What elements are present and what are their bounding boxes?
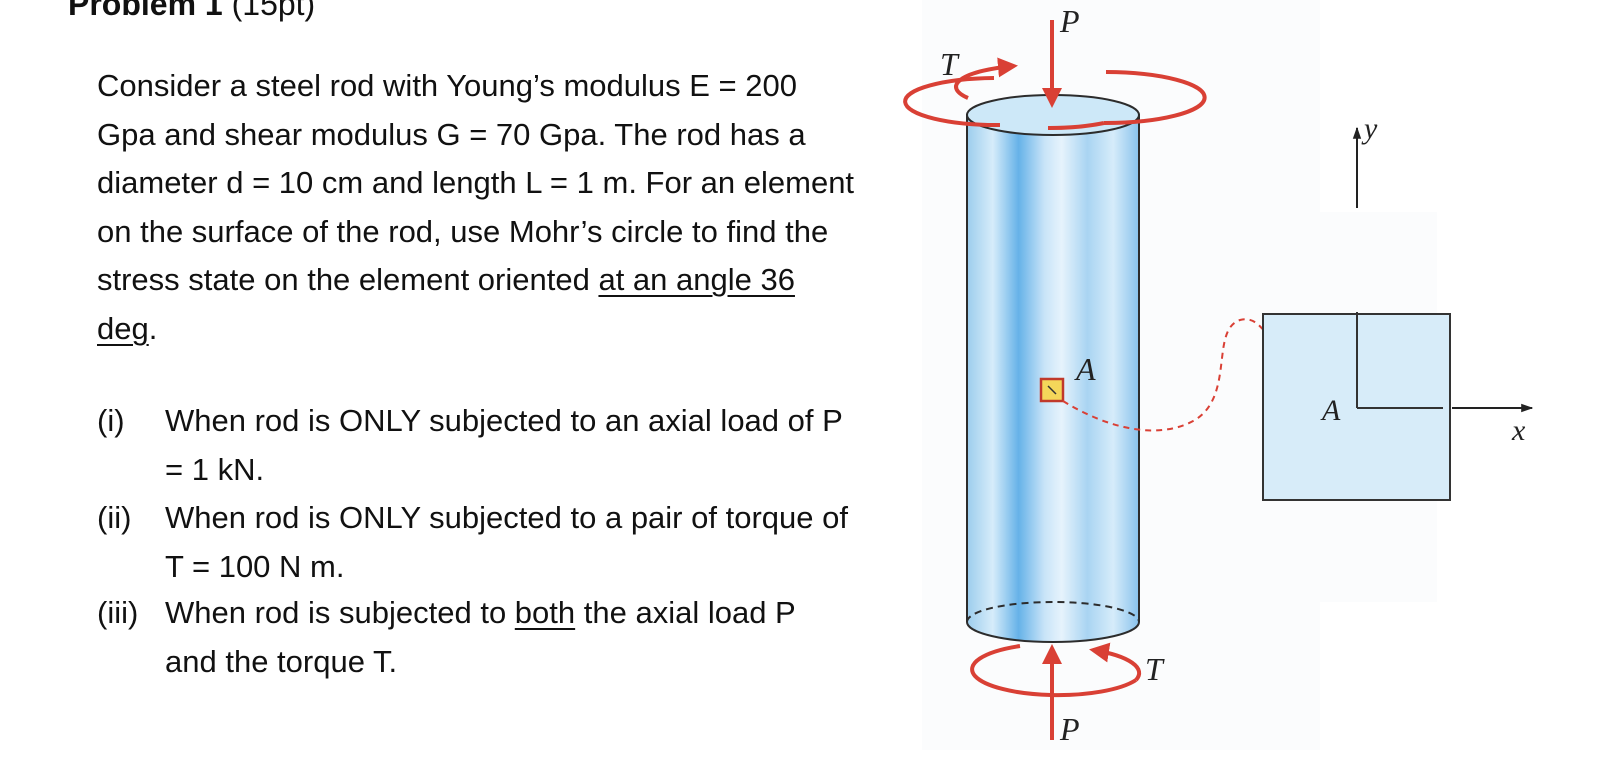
problem-title: Problem 1 (15pt) [68, 0, 315, 23]
question-text-2: When rod is ONLY subjected to a pair of … [165, 500, 848, 584]
question-number-2: (ii) [97, 500, 132, 535]
question-number-1: (i) [97, 403, 125, 438]
statement-text: Consider a steel rod with Young’s modulu… [97, 68, 855, 297]
problem-title-label: Problem 1 [68, 0, 223, 22]
x-axis-label: x [1511, 414, 1526, 447]
torque-bottom-arrow [1089, 642, 1142, 682]
torque-top-arrow [954, 57, 1018, 100]
load-label-bottom: P [1059, 711, 1080, 747]
question-text-3-end: the axial load P and the torque T. [165, 595, 796, 679]
steel-rod [966, 94, 1140, 643]
problem-statement: Consider a steel rod with Young’s modulu… [97, 62, 857, 353]
torque-label-top: T [940, 46, 960, 82]
y-axis-label: y [1361, 112, 1378, 145]
question-text-1: When rod is ONLY subjected to an axial l… [165, 403, 843, 487]
torque-label-bottom: T [1145, 651, 1165, 687]
point-label-element: A [1320, 394, 1341, 427]
question-text-3: When rod is subjected to both the axial … [165, 589, 855, 686]
point-label-rod: A [1074, 351, 1096, 387]
question-text-3-both: both [514, 595, 576, 630]
load-label-top: P [1059, 3, 1080, 39]
torque-bottom-loop [970, 644, 1138, 698]
statement-end: . [148, 310, 158, 346]
torque-top-loop [903, 70, 1207, 128]
problem-points: (15pt) [231, 0, 316, 22]
statement-angle: at an angle 36 deg [97, 262, 795, 346]
question-number-3: (iii) [97, 595, 139, 630]
element-connector [1062, 318, 1265, 432]
question-text-3-start: When rod is subjected to [165, 595, 515, 630]
